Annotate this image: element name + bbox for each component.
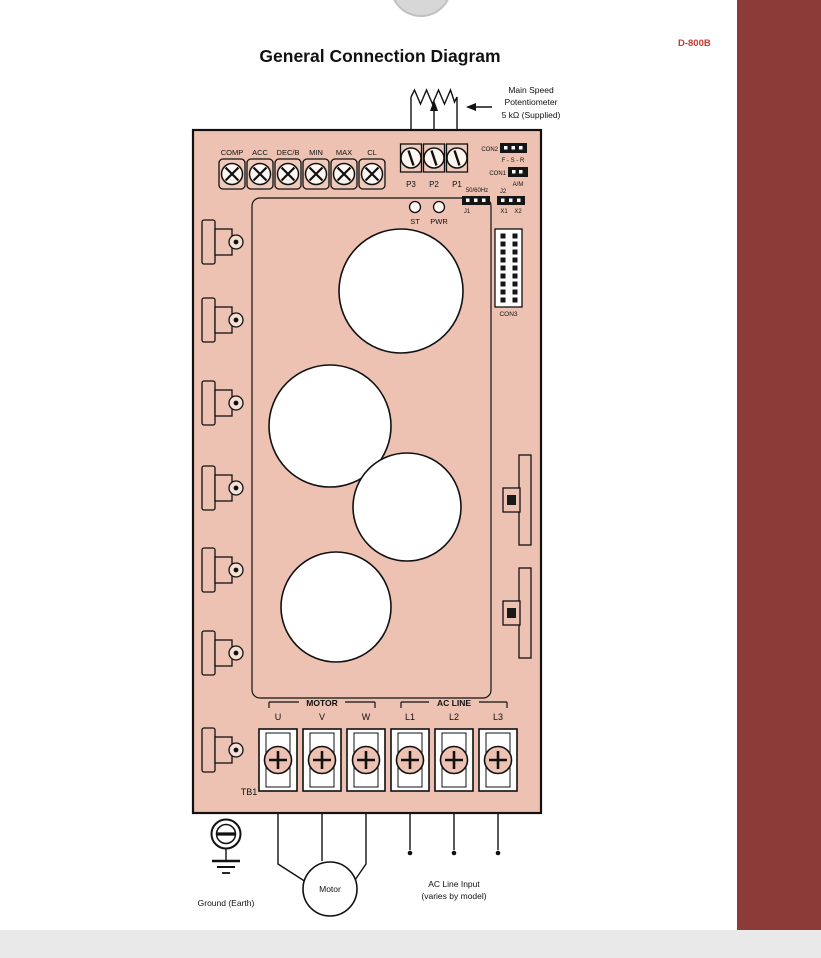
pcb-inner-outline <box>251 197 492 699</box>
motor-symbol: Motor <box>302 861 358 917</box>
capacitor-3 <box>352 452 462 562</box>
jumper-con2: CON2 F - S - R <box>481 143 527 164</box>
st-led-icon <box>408 200 422 214</box>
ground-label: Ground (Earth) <box>198 898 255 908</box>
trimpot-label-acc: ACC <box>252 148 268 157</box>
st-led-label: ST <box>410 217 420 226</box>
motor-group-label: MOTOR <box>306 698 337 708</box>
freq-label: 50/60Hz <box>466 188 488 194</box>
document-code: D-800B <box>678 38 711 49</box>
capacitor-1 <box>338 228 464 354</box>
pcb-board: COMP ACC DEC/B MIN MAX CL P3 P2 P <box>191 128 543 815</box>
pot-label-p2: P2 <box>429 180 439 189</box>
speed-pot-label-line3: 5 kΩ (Supplied) <box>502 110 561 120</box>
terminal-label-v: V <box>319 712 325 722</box>
capacitor-2 <box>268 364 392 488</box>
page-binding-circle-icon <box>393 0 449 17</box>
jumper-con1: CON1 A/M <box>489 167 528 188</box>
motor-label: Motor <box>319 884 341 894</box>
con3-label: CON3 <box>499 311 517 318</box>
speed-pot-label-line1: Main Speed <box>508 85 554 95</box>
con1-jumper-block <box>508 167 528 177</box>
page-edge-bar <box>737 0 821 930</box>
terminal-label-u: U <box>275 712 282 722</box>
trimpot-min <box>301 157 331 191</box>
page-title: General Connection Diagram <box>259 46 501 66</box>
pot-p3 <box>399 142 423 174</box>
trimpot-terminal-row: COMP ACC DEC/B MIN MAX CL <box>217 148 387 191</box>
motor-circle-icon <box>302 861 358 917</box>
trimpot-label-comp: COMP <box>221 148 244 157</box>
label-arrowhead-icon <box>466 103 476 111</box>
tb1-label: TB1 <box>241 787 258 797</box>
status-leds: ST PWR <box>408 200 448 226</box>
pwr-led-label: PWR <box>430 217 448 226</box>
trimpot-decb <box>273 157 303 191</box>
j2-label: J2 <box>500 189 507 195</box>
terminal-label-l3: L3 <box>493 712 503 722</box>
page-footer-strip <box>0 930 821 958</box>
terminal-l3 <box>477 727 519 793</box>
ac-line-wiring: AC Line Input (varies by model) <box>407 814 501 901</box>
terminal-w <box>345 727 387 793</box>
pot-label-p3: P3 <box>406 180 416 189</box>
con1-setting-label: A/M <box>513 182 524 188</box>
trimpot-label-min: MIN <box>309 148 323 157</box>
x2-label: X2 <box>514 209 522 215</box>
ground-symbol: Ground (Earth) <box>198 818 255 908</box>
wire-u <box>277 814 307 883</box>
j1-label: J1 <box>464 209 471 215</box>
trimpot-cl <box>357 157 387 191</box>
terminal-u <box>257 727 299 793</box>
con1-label: CON1 <box>489 171 506 177</box>
motor-wiring <box>277 814 367 883</box>
terminal-group-labels <box>268 701 508 708</box>
capacitor-4 <box>280 551 392 663</box>
trimpot-label-cl: CL <box>367 148 377 157</box>
con3-connector <box>494 228 523 308</box>
ac-input-label-line2: (varies by model) <box>421 891 486 901</box>
trimpot-max <box>329 157 359 191</box>
wire-w <box>354 814 367 881</box>
terminal-label-l2: L2 <box>449 712 459 722</box>
con3-header: CON3 <box>494 228 523 318</box>
wiper-arrow-icon <box>430 100 438 111</box>
trimpot-comp <box>217 157 247 191</box>
resistor-zigzag-icon <box>410 88 458 106</box>
pot-p2 <box>422 142 446 174</box>
pot-p1 <box>445 142 469 174</box>
x1-label: X1 <box>500 209 508 215</box>
con2-setting-label: F - S - R <box>502 158 525 164</box>
terminal-l1 <box>389 727 431 793</box>
speed-pot-label-line2: Potentiometer <box>505 97 558 107</box>
frequency-jumpers: 50/60Hz J1 J2 X1 X2 <box>462 188 525 215</box>
capacitor-group <box>268 228 464 663</box>
trimpot-label-max: MAX <box>336 148 352 157</box>
speed-pot-terminals: P3 P2 P1 <box>399 142 469 189</box>
ac-input-label-line1: AC Line Input <box>428 879 480 889</box>
terminal-v <box>301 727 343 793</box>
trimpot-acc <box>245 157 275 191</box>
pwr-led-icon <box>432 200 446 214</box>
ac-line-group-label: AC LINE <box>437 698 471 708</box>
trimpot-label-decb: DEC/B <box>277 148 300 157</box>
terminal-l2 <box>433 727 475 793</box>
terminal-label-w: W <box>362 712 371 722</box>
pot-label-p1: P1 <box>452 180 462 189</box>
terminal-label-l1: L1 <box>405 712 415 722</box>
con2-label: CON2 <box>481 147 498 153</box>
